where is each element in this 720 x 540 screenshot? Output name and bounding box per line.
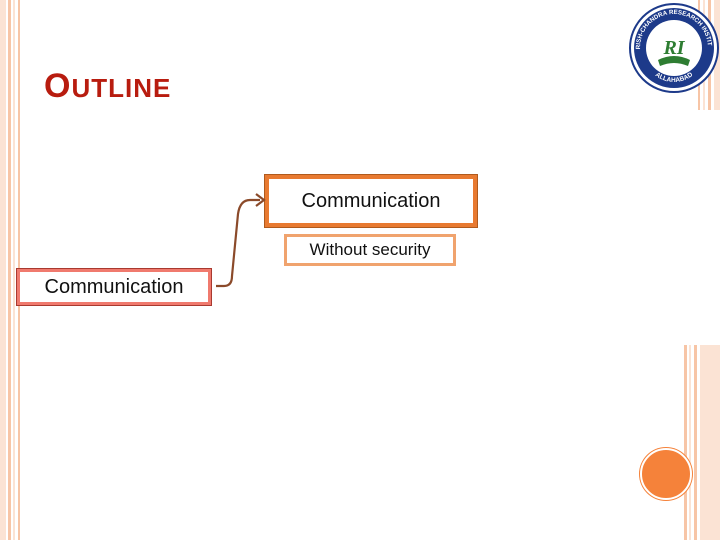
title-first-letter: O <box>44 67 72 105</box>
without-security-label: Without security <box>287 237 453 263</box>
title-rest: UTLINE <box>71 73 172 103</box>
without-security-box: Without security <box>284 234 456 266</box>
connector-arrow <box>216 193 266 288</box>
institute-logo: HARISH-CHANDRA RESEARCH INSTITUTE ALLAHA… <box>628 2 719 93</box>
communication-box-top: Communication <box>264 174 478 228</box>
logo-center-mark: RI <box>662 37 685 59</box>
communication-box-left-label: Communication <box>20 272 208 302</box>
right-decorative-stripes-bottom <box>684 345 720 540</box>
decorative-orange-circle <box>640 448 692 500</box>
communication-box-left: Communication <box>16 268 212 306</box>
slide-title: OUTLINE <box>44 67 171 106</box>
communication-box-top-label: Communication <box>269 179 473 223</box>
